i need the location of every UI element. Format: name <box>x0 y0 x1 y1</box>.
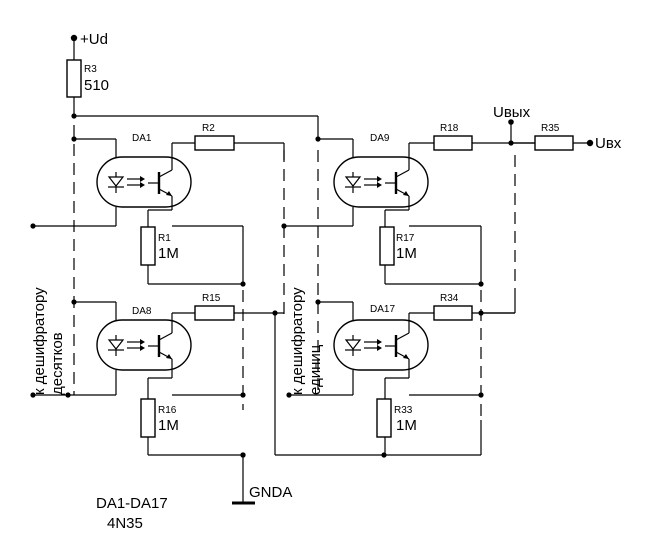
da9-ref: DA9 <box>370 133 390 144</box>
r35-ref: R35 <box>541 123 560 134</box>
r16-ref: R16 <box>158 405 177 416</box>
r33-value: 1M <box>396 417 417 434</box>
da17-ref: DA17 <box>370 304 395 315</box>
resistor-r18 <box>433 135 473 151</box>
input-label: Uвх <box>595 135 622 152</box>
da1-ref: DA1 <box>132 133 152 144</box>
r16-value: 1M <box>158 417 179 434</box>
r33-ref: R33 <box>394 405 413 416</box>
units-label-line1: к дешифратору <box>289 287 306 395</box>
resistor-r1 <box>140 226 156 266</box>
resistor-r34 <box>433 305 473 321</box>
optocoupler-da17 <box>286 299 515 455</box>
tens-label-group: к дешифратору десятков <box>31 287 66 395</box>
resistor-r35 <box>534 135 574 151</box>
optocoupler-da8 <box>30 299 284 458</box>
optocoupler-da9 <box>281 138 537 287</box>
r17-ref: R17 <box>396 233 415 244</box>
supply-rail <box>70 34 321 142</box>
resistor-r33 <box>376 398 392 438</box>
r18-ref: R18 <box>440 123 459 134</box>
resistor-r17 <box>379 226 395 266</box>
da8-ref: DA8 <box>132 306 152 317</box>
r34-ref: R34 <box>440 293 459 304</box>
r17-value: 1M <box>396 245 417 262</box>
r2-ref: R2 <box>202 123 215 134</box>
r3-ref: R3 <box>84 64 97 75</box>
r1-value: 1M <box>158 245 179 262</box>
tens-label-line1: к дешифратору <box>31 287 48 395</box>
r1-ref: R1 <box>158 233 171 244</box>
optocoupler-da1 <box>30 136 285 287</box>
resistor-r15 <box>194 305 235 321</box>
units-label-group: к дешифратору единиц <box>289 287 324 395</box>
note-line2: 4N35 <box>107 515 143 532</box>
units-label-line2: единиц <box>307 344 324 395</box>
input-terminal <box>586 139 594 147</box>
supply-label: +Ud <box>80 31 108 48</box>
note-line1: DA1-DA17 <box>96 495 168 512</box>
ground-label: GNDA <box>249 484 292 501</box>
r3-value: 510 <box>84 77 109 94</box>
tens-label-line2: десятков <box>49 332 66 395</box>
supply-terminal <box>70 34 78 42</box>
resistor-r3 <box>66 59 82 98</box>
ground-symbol <box>232 452 255 505</box>
resistor-r2 <box>194 135 235 151</box>
output-label: Uвых <box>493 104 531 121</box>
junction-dot <box>71 113 77 119</box>
r15-ref: R15 <box>202 293 221 304</box>
resistor-r16 <box>140 398 156 438</box>
